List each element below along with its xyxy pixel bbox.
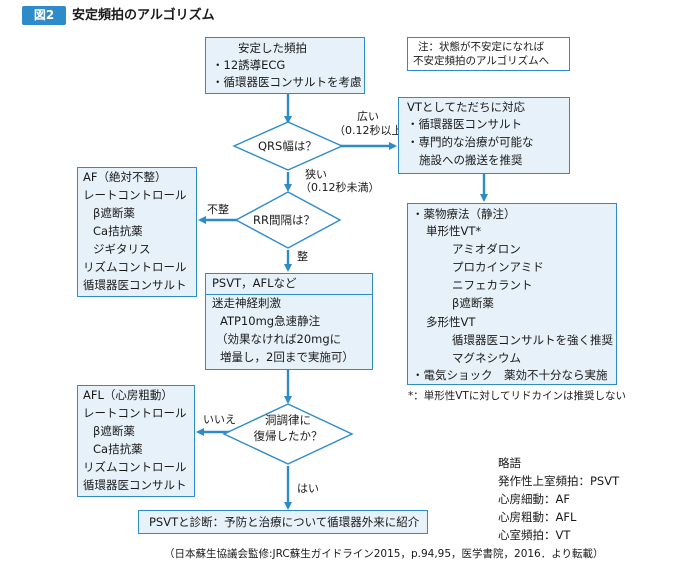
- drug-box-line: ・薬物療法（静注）: [412, 207, 516, 221]
- rr-question: RR間隔は？: [253, 213, 315, 227]
- afl-box-line: 循環器医コンサルト: [83, 478, 187, 492]
- sinus-question-line1: 洞調律に: [265, 413, 311, 427]
- drug-box-line: ・電気ショック 薬効不十分なら実施: [412, 368, 608, 382]
- afl-box-line: リズムコントロール: [83, 460, 187, 474]
- abbrev-item: 心室頻拍：VT: [498, 528, 571, 542]
- sinus-no-label: いいえ: [203, 413, 236, 426]
- psvt-box-line: ATP10mg急速静注: [220, 314, 321, 328]
- psvt-box-line: 迷走神経刺激: [212, 296, 281, 310]
- qrs-narrow-label: 狭い: [305, 168, 327, 181]
- drug-box-line: プロカインアミド: [452, 260, 544, 274]
- figure-title: 安定頻拍のアルゴリズム: [72, 8, 215, 23]
- af-box-line: 循環器医コンサルト: [83, 278, 187, 292]
- footnote: *：単形性VTに対してリドカインは推奨しない: [408, 390, 627, 402]
- vt-box-line: ・循環器医コンサルト: [407, 117, 522, 131]
- start-box-line: ・12誘導ECG: [212, 58, 286, 72]
- abbrev-title: 略語: [498, 456, 521, 470]
- vt-box-line: ・専門的な治療が可能な: [407, 135, 534, 149]
- final-box-text: PSVTと診断：予防と治療について循環器外来に紹介: [149, 515, 420, 529]
- qrs-decision-diamond: [232, 121, 344, 171]
- vt-box-line: 施設への搬送を推奨: [419, 153, 523, 167]
- vt-box: VTとしてただちに対応 ・循環器医コンサルト ・専門的な治療が可能な 施設への搬…: [398, 97, 570, 174]
- drug-box: ・薬物療法（静注） 単形性VT* アミオダロン プロカインアミド ニフェカラント…: [407, 203, 617, 385]
- final-box: PSVTと診断：予防と治療について循環器外来に紹介: [138, 510, 428, 534]
- psvt-box-header-text: PSVT，AFLなど: [212, 276, 297, 290]
- drug-box-line: マグネシウム: [452, 351, 521, 365]
- psvt-box-line: 増量し，2回まで実施可）: [220, 350, 354, 364]
- abbrev-item: 心房粗動：AFL: [498, 510, 577, 524]
- rr-irregular-label: 不整: [207, 203, 229, 216]
- af-box-line: リズムコントロール: [83, 260, 187, 274]
- qrs-wide-sub: （0.12秒以上）: [334, 124, 414, 137]
- note-line: 不安定頻拍のアルゴリズムへ: [413, 55, 550, 67]
- source-citation: （日本蘇生協議会監修:JRC蘇生ガイドライン2015，p.94,95，医学書院，…: [164, 548, 604, 560]
- afl-box-line: β遮断薬: [93, 424, 135, 438]
- note-box: 注：状態が不安定になれば 不安定頻拍のアルゴリズムへ: [407, 37, 570, 71]
- drug-box-line: アミオダロン: [452, 242, 521, 256]
- psvt-box-line: （効果なければ20mgに: [216, 332, 342, 346]
- drug-box-line: 多形性VT: [426, 315, 476, 329]
- af-box: AF（絶対不整） レートコントロール β遮断薬 Ca拮抗薬 ジギタリス リズムコ…: [77, 167, 197, 297]
- af-box-line: AF（絶対不整）: [83, 170, 167, 184]
- qrs-question: QRS幅は？: [258, 139, 317, 153]
- af-box-line: Ca拮抗薬: [93, 224, 143, 238]
- rr-regular-label: 整: [297, 250, 308, 263]
- drug-box-line: 循環器医コンサルトを強く推奨: [452, 333, 613, 347]
- drug-box-line: ニフェカラント: [452, 278, 533, 292]
- abbrev-item: 心房細動：AF: [498, 492, 570, 506]
- afl-box-line: AFL（心房粗動）: [83, 388, 173, 402]
- af-box-line: β遮断薬: [93, 206, 135, 220]
- sinus-yes-label: はい: [297, 482, 319, 495]
- af-box-line: レートコントロール: [83, 188, 187, 202]
- qrs-wide-label: 広い: [357, 110, 379, 123]
- qrs-narrow-sub: （0.12秒未満）: [300, 181, 380, 194]
- start-box-line: ・循環器医コンサルトを考慮: [212, 75, 362, 89]
- abbrev-item: 発作性上室頻拍：PSVT: [498, 474, 620, 488]
- af-box-line: ジギタリス: [93, 242, 151, 256]
- afl-box-line: Ca拮抗薬: [93, 442, 143, 456]
- vt-box-line: VTとしてただちに対応: [407, 100, 526, 114]
- sinus-decision-diamond: [222, 403, 354, 465]
- figure-badge: 図2: [22, 6, 66, 25]
- afl-box: AFL（心房粗動） レートコントロール β遮断薬 Ca拮抗薬 リズムコントロール…: [77, 385, 195, 497]
- afl-box-line: レートコントロール: [83, 406, 187, 420]
- rr-decision-diamond: [234, 191, 342, 249]
- sinus-question-line2: 復帰したか？: [253, 429, 323, 443]
- drug-box-line: β遮断薬: [452, 296, 494, 310]
- psvt-box: PSVT，AFLなど 迷走神経刺激 ATP10mg急速静注 （効果なければ20m…: [205, 273, 373, 370]
- drug-box-line: 単形性VT*: [426, 224, 482, 238]
- note-line: 注：状態が不安定になれば: [418, 41, 544, 53]
- start-box-line: 安定した頻拍: [238, 41, 307, 55]
- start-box: 安定した頻拍 ・12誘導ECG ・循環器医コンサルトを考慮: [205, 37, 365, 94]
- psvt-box-header: PSVT，AFLなど: [206, 274, 372, 295]
